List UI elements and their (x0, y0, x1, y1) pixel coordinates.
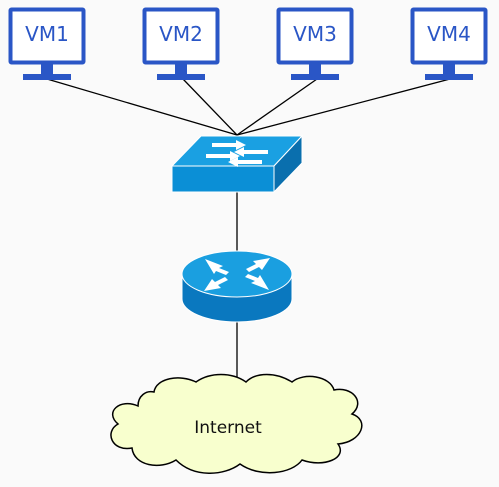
monitor-icon (142, 7, 220, 65)
cloud-icon (110, 373, 363, 474)
link-vm4-switch (236, 78, 451, 136)
vm4-node[interactable]: VM4 (410, 7, 488, 81)
vm2-label: VM2 (159, 22, 203, 46)
vm3-node[interactable]: VM3 (276, 7, 354, 81)
monitor-icon (8, 7, 86, 65)
link-vm2-switch (182, 78, 238, 136)
router-icon[interactable] (181, 250, 293, 323)
vm1-node[interactable]: VM1 (8, 7, 86, 81)
monitor-icon (410, 7, 488, 65)
internet-cloud[interactable]: Internet (110, 373, 363, 474)
monitor-icon (276, 7, 354, 65)
vm1-label: VM1 (25, 22, 69, 46)
link-vm1-switch (46, 78, 238, 136)
internet-label: Internet (194, 418, 262, 438)
link-vm3-switch (236, 78, 318, 136)
vm3-label: VM3 (293, 22, 337, 46)
connections (46, 78, 451, 382)
network-switch-icon[interactable] (170, 134, 304, 194)
vm4-label: VM4 (427, 22, 471, 46)
vm2-node[interactable]: VM2 (142, 7, 220, 81)
